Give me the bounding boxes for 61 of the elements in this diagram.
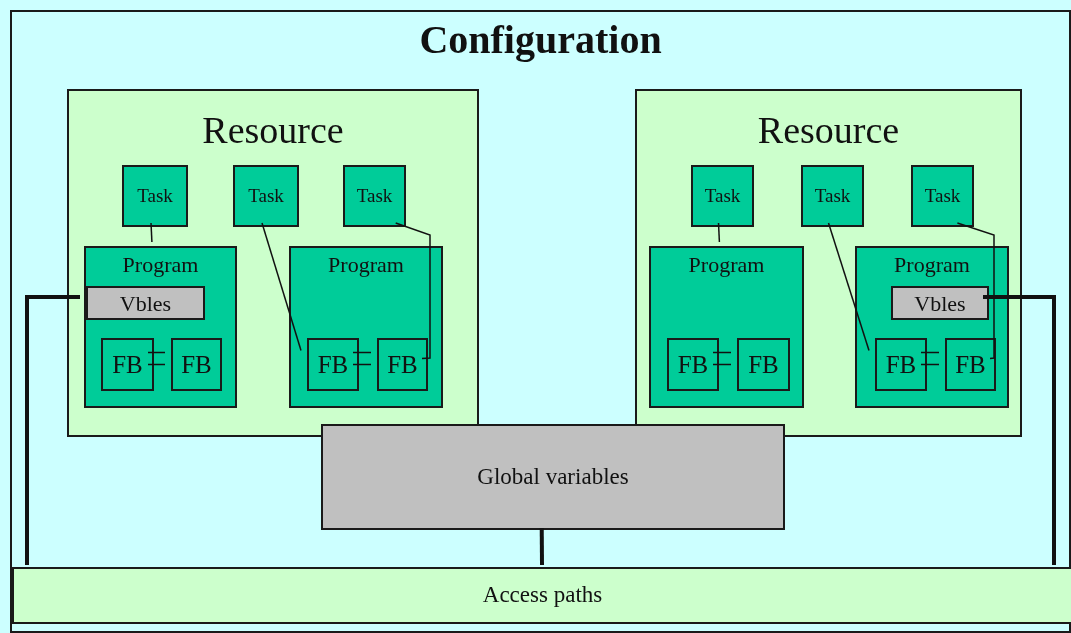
function-block bbox=[737, 338, 790, 391]
program-box bbox=[649, 246, 804, 408]
node-label: Task bbox=[356, 183, 393, 208]
function-block bbox=[875, 338, 927, 391]
node-label: Resource bbox=[757, 108, 900, 153]
task-box bbox=[691, 165, 754, 227]
global-variables-box bbox=[321, 424, 785, 530]
task-box bbox=[233, 165, 299, 227]
function-block bbox=[945, 338, 996, 391]
connector-line bbox=[539, 528, 544, 565]
node-label: Task bbox=[814, 183, 851, 208]
node-label: Program bbox=[122, 251, 199, 279]
node-label: FB bbox=[112, 349, 143, 380]
program-box bbox=[84, 246, 237, 408]
node-label: FB bbox=[387, 349, 418, 380]
node-label: FB bbox=[748, 349, 779, 380]
node-label: Program bbox=[328, 251, 404, 279]
connector-line bbox=[147, 351, 166, 366]
variables-box bbox=[86, 286, 205, 320]
node-label: Task bbox=[924, 183, 961, 208]
task-box bbox=[343, 165, 406, 227]
connector-line bbox=[956, 222, 995, 360]
connector-line bbox=[983, 295, 1056, 565]
configuration-panel bbox=[10, 10, 1071, 633]
task-box bbox=[801, 165, 864, 227]
node-label: Task bbox=[704, 183, 741, 208]
connector-line bbox=[712, 351, 732, 366]
node-label: Program bbox=[688, 251, 765, 279]
node-label: Vbles bbox=[119, 289, 172, 318]
node-label: Access paths bbox=[482, 581, 603, 610]
node-label: Program bbox=[894, 251, 970, 279]
connector-line bbox=[352, 351, 372, 366]
resource-box bbox=[67, 89, 479, 437]
access-paths-band bbox=[12, 567, 1071, 624]
node-label: Task bbox=[248, 183, 284, 208]
connector-line bbox=[150, 222, 153, 243]
node-label: Task bbox=[137, 183, 173, 208]
node-label: Configuration bbox=[419, 16, 662, 64]
node-label: Vbles bbox=[914, 289, 966, 318]
function-block bbox=[307, 338, 359, 391]
function-block bbox=[667, 338, 719, 391]
node-label: FB bbox=[885, 349, 917, 380]
node-label: FB bbox=[677, 349, 709, 380]
node-label: FB bbox=[955, 349, 986, 380]
resource-box bbox=[635, 89, 1022, 437]
program-box bbox=[855, 246, 1009, 408]
node-label: FB bbox=[181, 349, 212, 380]
function-block bbox=[377, 338, 428, 391]
connector-line bbox=[920, 351, 940, 366]
connector-line bbox=[717, 222, 721, 243]
node-label: Global variables bbox=[477, 462, 629, 491]
task-box bbox=[911, 165, 974, 227]
variables-box bbox=[891, 286, 989, 320]
connector-line bbox=[25, 295, 80, 565]
program-box bbox=[289, 246, 443, 408]
connector-line bbox=[394, 222, 431, 360]
node-label: FB bbox=[317, 349, 349, 380]
node-label: Resource bbox=[202, 108, 344, 153]
task-box bbox=[122, 165, 188, 227]
function-block bbox=[101, 338, 154, 391]
function-block bbox=[171, 338, 222, 391]
